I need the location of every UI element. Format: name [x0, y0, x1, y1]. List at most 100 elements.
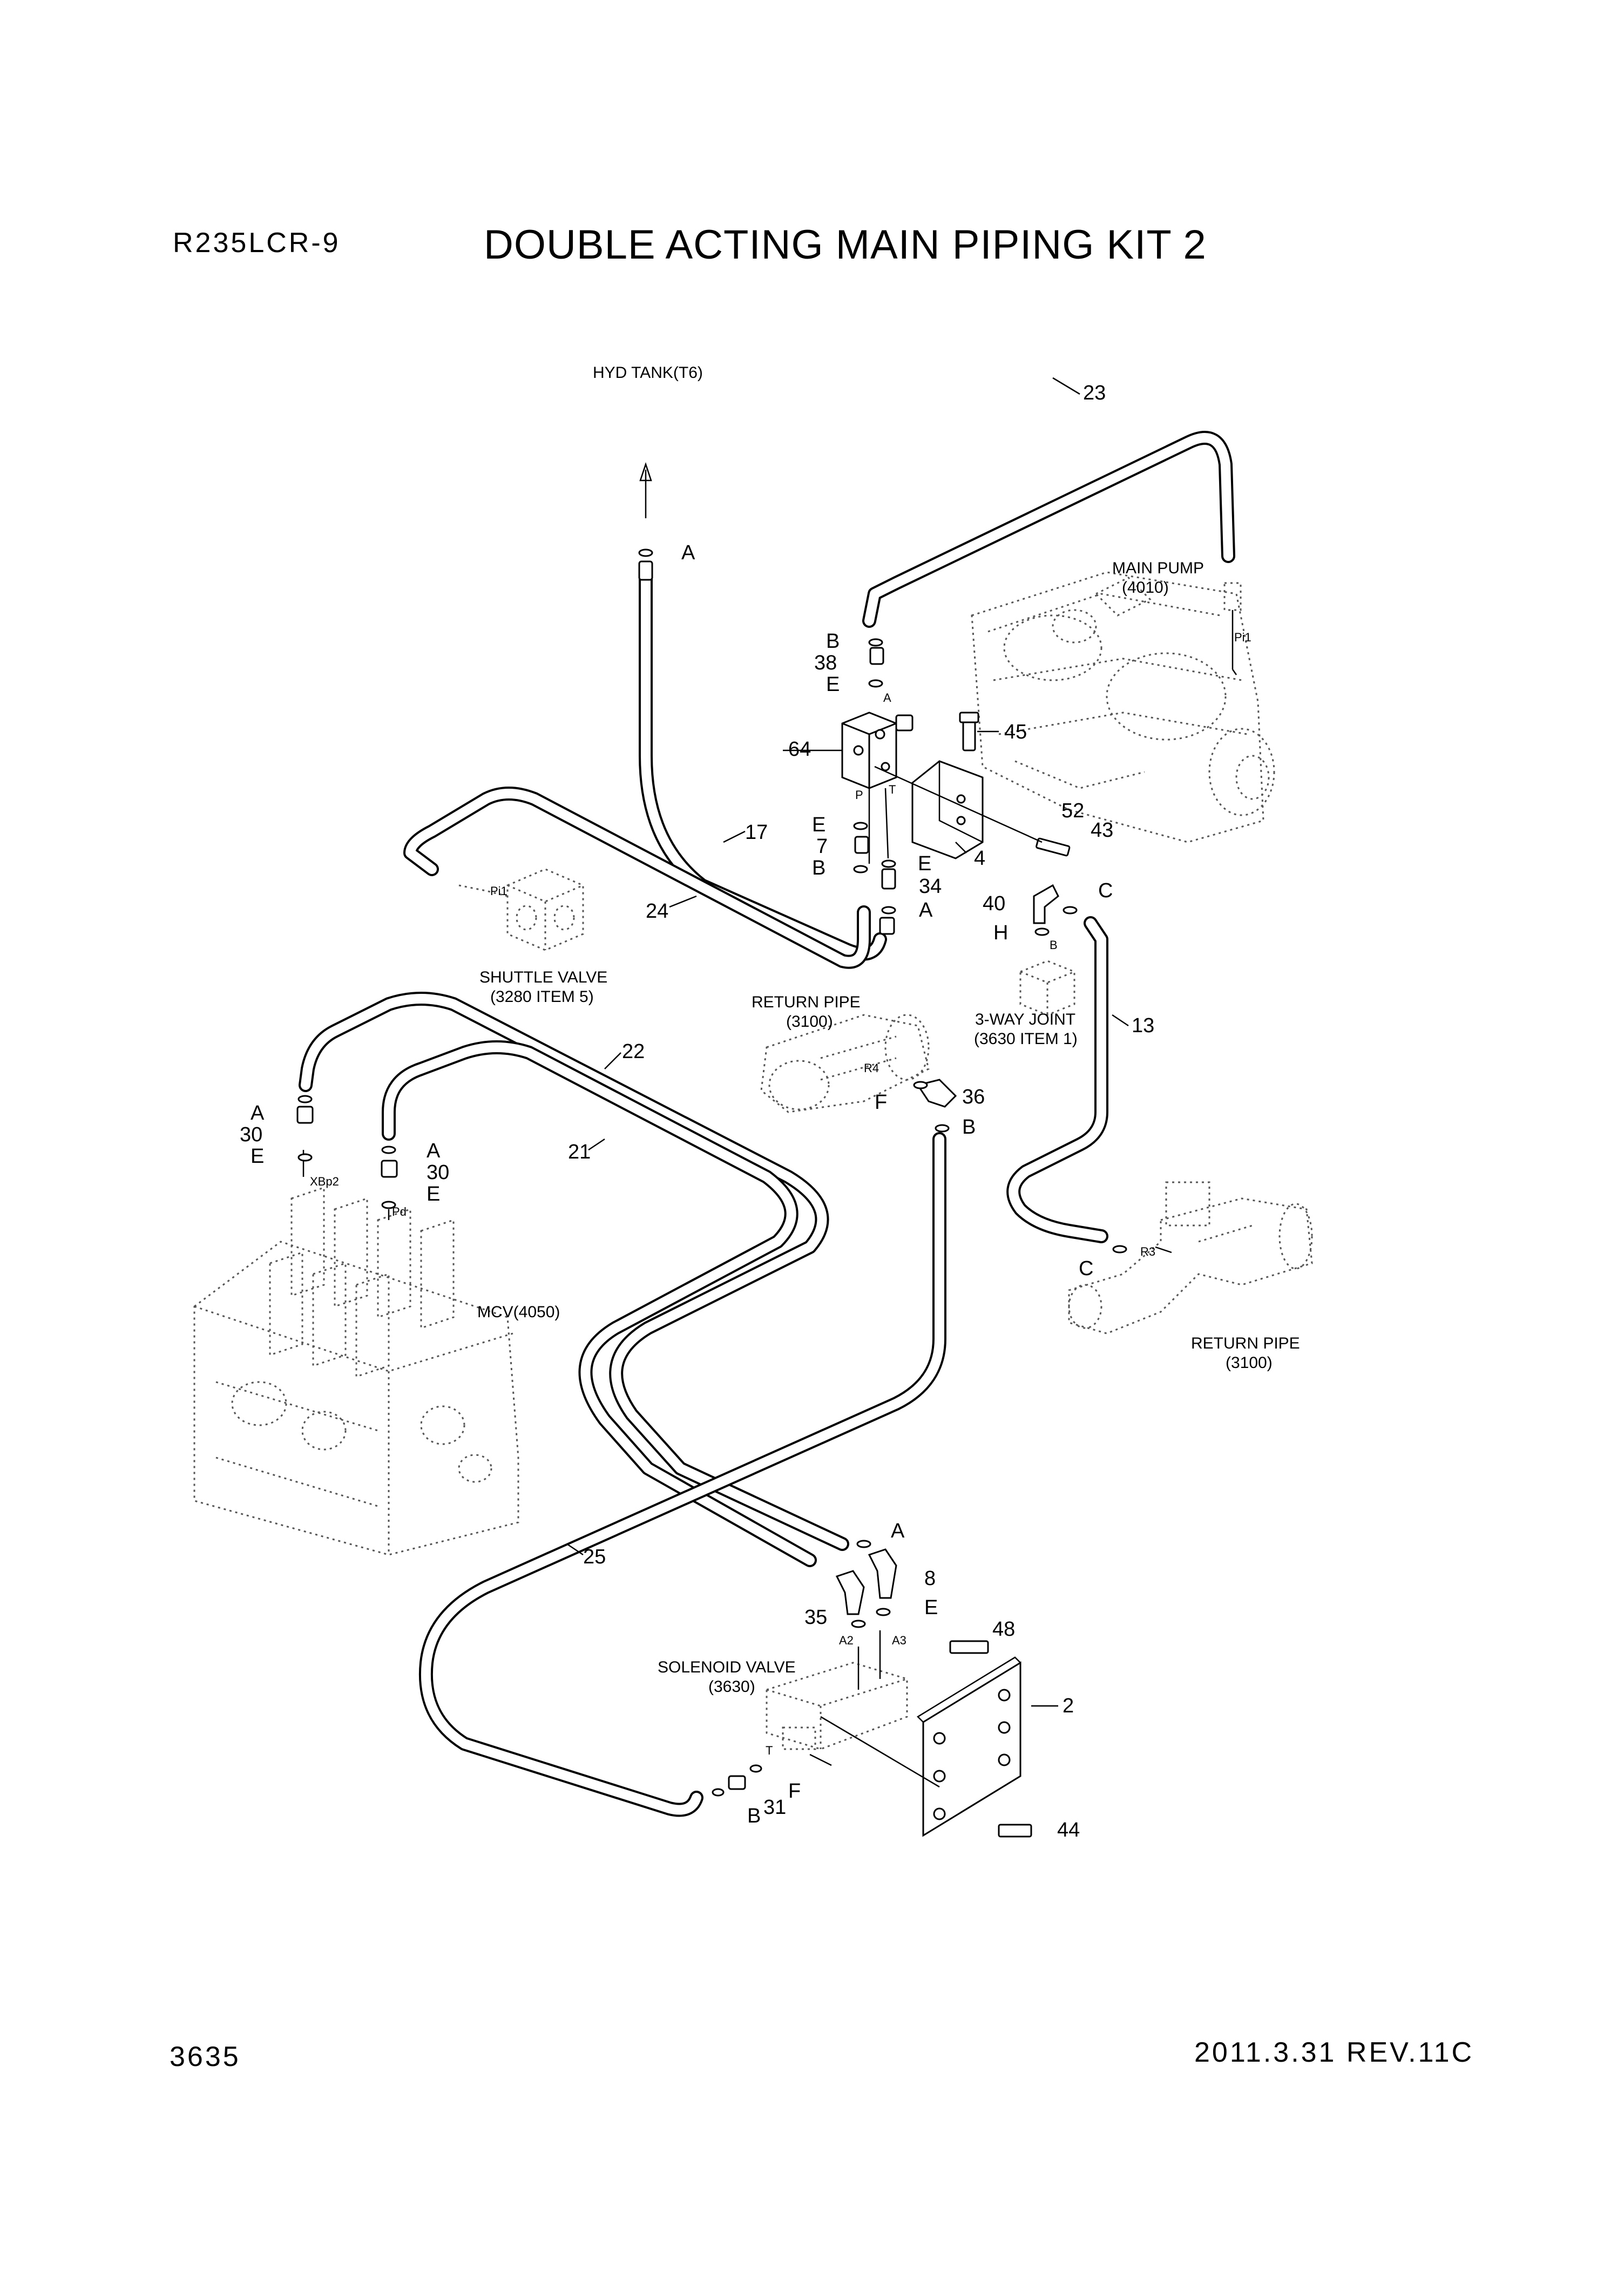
callout-a-34: A: [919, 899, 933, 922]
callout-45: 45: [1004, 721, 1027, 743]
callout-b-7: B: [812, 857, 825, 879]
leader-lines: [302, 377, 1237, 1766]
fitting-30a: [296, 1106, 314, 1124]
callout-a-30b: A: [427, 1140, 441, 1162]
hyd-tank-label: HYD TANK(T6): [593, 364, 703, 382]
callout-a-30a: A: [251, 1102, 265, 1125]
callout-a-tank: A: [681, 541, 695, 564]
port-a-block: A: [883, 691, 891, 705]
callout-e-7: E: [812, 814, 825, 836]
port-r4: R4: [864, 1061, 879, 1075]
three-way-joint-label: 3-WAY JOINT: [975, 1011, 1075, 1028]
callout-36: 36: [962, 1086, 985, 1108]
plate-2: [820, 1656, 1021, 1837]
main-pump-label: MAIN PUMP: [1112, 559, 1204, 577]
main-pump-drawing: [971, 571, 1275, 843]
hose-21: [382, 1040, 817, 1567]
callout-c-13: C: [1079, 1257, 1093, 1280]
valve-block-64: [841, 712, 914, 789]
pump-pi1-fitting: [1223, 582, 1242, 669]
port-pi1-pump: Pi1: [1234, 631, 1251, 644]
port-a2: A2: [839, 1634, 854, 1647]
callout-f-36: F: [875, 1091, 887, 1114]
solenoid-valve-drawing: [766, 1662, 908, 1750]
bolt-44: [998, 1824, 1032, 1838]
three-way-joint-ref: (3630 ITEM 1): [974, 1030, 1078, 1048]
port-b-joint: B: [1050, 938, 1058, 952]
main-pump-ref: (4010): [1122, 579, 1169, 597]
fitting-tank-end: [638, 560, 653, 581]
hose-24: [403, 787, 871, 969]
callout-b-38: B: [826, 630, 840, 653]
callout-e-8: E: [924, 1596, 938, 1619]
callout-35: 35: [804, 1606, 827, 1629]
fitting-31: [728, 1775, 746, 1790]
fitting-30b: [381, 1160, 398, 1178]
page-number: 3635: [170, 2041, 241, 2072]
callout-a-8: A: [891, 1520, 905, 1542]
callout-e-34: E: [918, 852, 931, 875]
mcv-drawing: [193, 1186, 519, 1556]
callout-43: 43: [1091, 819, 1113, 842]
callout-22: 22: [622, 1040, 645, 1063]
callout-2: 2: [1063, 1695, 1074, 1717]
callout-23: 23: [1083, 382, 1106, 404]
callout-64: 64: [788, 738, 811, 761]
shuttle-valve-ref: (3280 ITEM 5): [490, 988, 594, 1006]
callout-48: 48: [992, 1618, 1015, 1641]
callout-h-40: H: [993, 922, 1008, 944]
shuttle-valve-drawing: [458, 868, 584, 951]
callout-e-30a: E: [251, 1145, 264, 1168]
port-r3: R3: [1140, 1245, 1155, 1258]
port-p-block: P: [855, 788, 863, 802]
o-rings: [297, 548, 1127, 1797]
callout-40: 40: [983, 892, 1005, 915]
return-pipe-upper-ref: (3100): [786, 1013, 833, 1031]
return-pipe-lower-drawing: [1068, 1181, 1313, 1335]
elbow-8: [868, 1548, 897, 1599]
callout-38: 38: [814, 652, 837, 674]
port-t-solenoid: T: [766, 1744, 773, 1757]
bolt-45: [959, 712, 979, 751]
shuttle-valve-label: SHUTTLE VALVE: [479, 968, 607, 986]
callout-f-31: F: [788, 1780, 801, 1803]
callout-44: 44: [1057, 1819, 1080, 1841]
callout-30b: 30: [427, 1161, 449, 1184]
callout-b-36: B: [962, 1116, 976, 1139]
callout-8: 8: [924, 1567, 936, 1590]
fitting-34: [881, 868, 896, 890]
callout-34: 34: [919, 875, 942, 898]
three-way-joint-drawing: [1019, 960, 1075, 1016]
solenoid-valve-label: SOLENOID VALVE: [658, 1658, 796, 1676]
callout-30a: 30: [240, 1123, 262, 1146]
return-pipe-lower-label: RETURN PIPE: [1191, 1335, 1300, 1352]
port-t-block: T: [889, 783, 896, 796]
callout-7: 7: [816, 835, 828, 858]
bracket-4: [911, 760, 984, 859]
port-xbp2: XBp2: [310, 1175, 339, 1188]
callout-21: 21: [568, 1141, 591, 1163]
bolt-48: [949, 1640, 989, 1654]
callout-52: 52: [1061, 800, 1084, 822]
hose-23: [862, 431, 1235, 628]
callout-4: 4: [974, 847, 985, 870]
return-pipe-upper-label: RETURN PIPE: [752, 993, 861, 1011]
elbow-35: [835, 1570, 865, 1615]
port-pd: Pd: [392, 1205, 407, 1218]
port-a3: A3: [892, 1634, 906, 1647]
callout-17: 17: [745, 821, 768, 844]
callout-31: 31: [763, 1796, 786, 1819]
bolt-43: [1036, 837, 1071, 857]
revision-date: 2011.3.31 REV.11C: [1194, 2037, 1474, 2068]
callout-13: 13: [1132, 1014, 1154, 1037]
elbow-40: [1033, 884, 1059, 924]
callout-c-40: C: [1098, 879, 1113, 902]
fitting-34-hose: [879, 917, 895, 935]
hose-25: [418, 1132, 946, 1817]
fitting-38: [869, 647, 884, 665]
solenoid-valve-ref: (3630): [708, 1678, 755, 1696]
page-title: DOUBLE ACTING MAIN PIPING KIT 2: [484, 222, 1207, 268]
callout-e-38: E: [826, 673, 840, 696]
model-number: R235LCR-9: [173, 227, 341, 259]
return-pipe-lower-ref: (3100): [1226, 1354, 1273, 1372]
